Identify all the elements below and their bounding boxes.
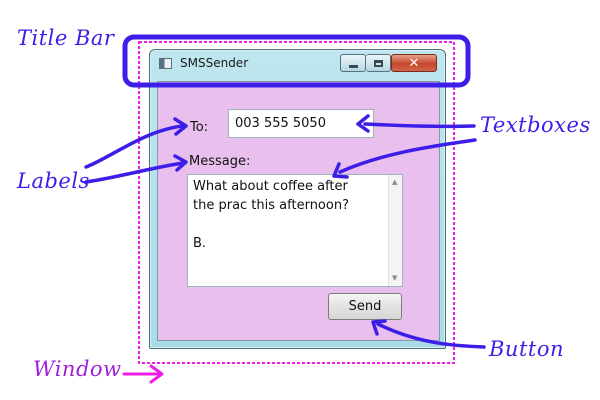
- scroll-down-arrow-icon[interactable]: ▼: [392, 274, 398, 282]
- annotation-window: Window: [33, 357, 122, 381]
- message-label: Message:: [189, 154, 251, 169]
- annotation-labels: Labels: [17, 169, 90, 193]
- annotation-textboxes: Textboxes: [480, 113, 591, 137]
- message-scrollbar[interactable]: ▲ ▼: [388, 175, 402, 286]
- window-arrow-head: [149, 364, 164, 384]
- maximize-icon: [373, 59, 383, 67]
- message-textbox-frame: ▲ ▼: [187, 174, 403, 287]
- close-icon: ✕: [408, 55, 420, 71]
- scroll-up-arrow-icon[interactable]: ▲: [392, 178, 398, 186]
- minimize-button[interactable]: [340, 54, 366, 72]
- window-client-area: To: Message: ▲ ▼ Send: [157, 81, 440, 341]
- minimize-icon: [348, 64, 358, 68]
- title-bar[interactable]: SMSSender ✕: [150, 50, 445, 76]
- close-button[interactable]: ✕: [391, 54, 437, 72]
- annotation-button: Button: [489, 337, 565, 361]
- maximize-button[interactable]: [366, 54, 391, 72]
- app-icon: [159, 58, 172, 69]
- message-textbox[interactable]: [188, 175, 388, 286]
- send-button[interactable]: Send: [328, 293, 402, 320]
- annotation-title-bar: Title Bar: [17, 26, 115, 50]
- to-textbox[interactable]: [228, 109, 374, 138]
- app-window: SMSSender ✕ To: Message: ▲ ▼ Send: [149, 49, 446, 349]
- to-label: To:: [190, 120, 209, 135]
- window-title: SMSSender: [180, 56, 249, 70]
